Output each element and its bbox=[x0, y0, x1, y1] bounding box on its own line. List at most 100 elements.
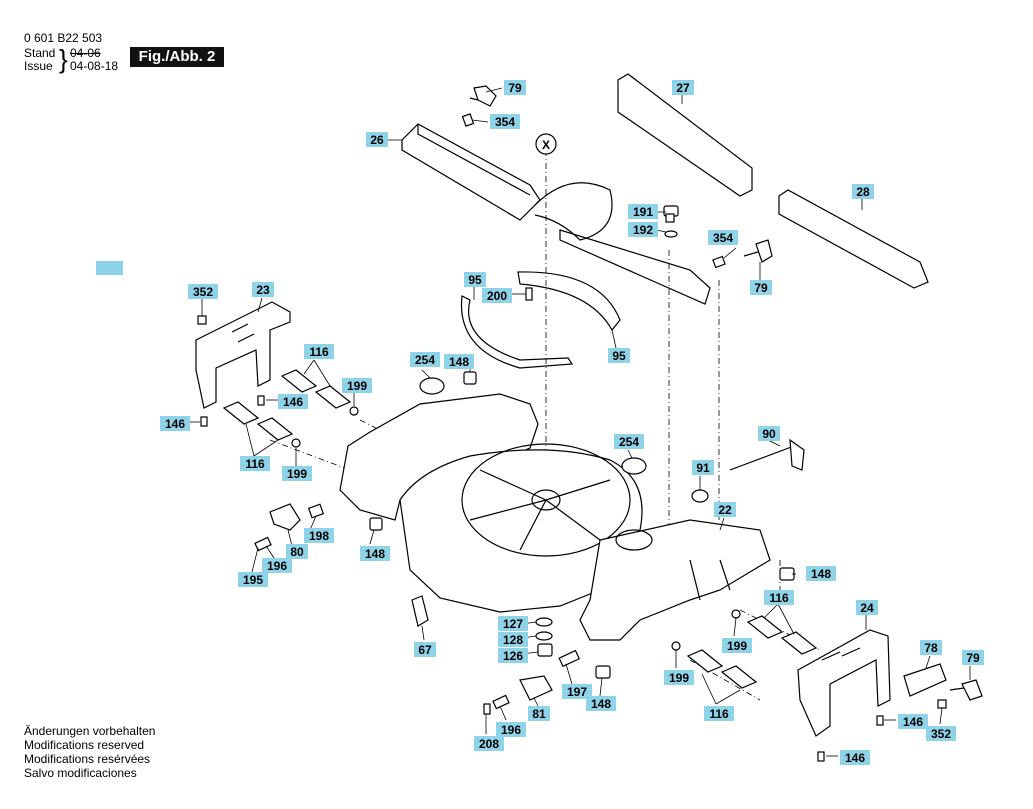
callout-box bbox=[840, 750, 870, 765]
callout-box bbox=[926, 726, 956, 741]
callout-box bbox=[664, 670, 694, 685]
callout-box bbox=[852, 184, 874, 199]
issue-label: Issue bbox=[24, 59, 53, 73]
rods-116-right bbox=[671, 609, 818, 689]
callout-number: 199 bbox=[287, 467, 307, 481]
callout-79: 79 bbox=[962, 650, 984, 665]
callout-box bbox=[160, 416, 190, 431]
callout-number: 27 bbox=[676, 81, 690, 95]
foot-148-c bbox=[779, 567, 795, 581]
screw-146-right-b bbox=[817, 751, 825, 762]
callout-91: 91 bbox=[692, 460, 714, 475]
callout-number: 146 bbox=[845, 751, 865, 765]
callout-number: 79 bbox=[754, 281, 768, 295]
callout-127: 127 bbox=[498, 616, 528, 631]
callout-number: 352 bbox=[931, 727, 951, 741]
callout-number: 116 bbox=[769, 591, 789, 605]
callout-90: 90 bbox=[758, 426, 780, 441]
callout-number: 254 bbox=[619, 435, 639, 449]
nut-126 bbox=[537, 643, 553, 657]
callout-128: 128 bbox=[498, 632, 528, 647]
callout-box bbox=[962, 650, 984, 665]
callout-196: 196 bbox=[496, 722, 526, 737]
callout-box bbox=[286, 544, 308, 559]
callout-box bbox=[898, 714, 928, 729]
callout-352: 352 bbox=[926, 726, 956, 741]
callout-number: 198 bbox=[309, 529, 329, 543]
callout-number: 254 bbox=[415, 353, 435, 367]
callout-number: 116 bbox=[309, 345, 329, 359]
callout-box bbox=[692, 460, 714, 475]
callout-box bbox=[490, 114, 520, 129]
callout-199: 199 bbox=[722, 638, 752, 653]
lever-81 bbox=[483, 675, 553, 715]
figure-badge: Fig./Abb. 2 bbox=[130, 47, 224, 67]
callout-number: 79 bbox=[508, 81, 522, 95]
callout-208: 208 bbox=[474, 736, 504, 751]
callout-number: 191 bbox=[633, 205, 653, 219]
left-fence-part bbox=[401, 123, 711, 305]
callout-148: 148 bbox=[360, 546, 390, 561]
callout-24: 24 bbox=[856, 600, 878, 615]
callout-192: 192 bbox=[628, 222, 658, 237]
callout-number: 148 bbox=[365, 547, 385, 561]
callout-80: 80 bbox=[286, 544, 308, 559]
callout-146: 146 bbox=[840, 750, 870, 765]
callout-number: 126 bbox=[503, 649, 523, 663]
callout-200: 200 bbox=[482, 288, 512, 303]
washer-128 bbox=[535, 631, 553, 641]
callout-116: 116 bbox=[240, 456, 270, 471]
callout-box bbox=[360, 546, 390, 561]
callout-number: 146 bbox=[283, 395, 303, 409]
callout-148: 148 bbox=[586, 696, 616, 711]
callout-box bbox=[482, 288, 512, 303]
callout-box bbox=[562, 684, 592, 699]
callout-148: 148 bbox=[444, 354, 474, 369]
washer-127 bbox=[535, 617, 553, 627]
callout-254: 254 bbox=[410, 352, 440, 367]
cap-254-right bbox=[621, 457, 647, 475]
callout-number: 80 bbox=[290, 545, 304, 559]
callout-box bbox=[758, 426, 780, 441]
callout-number: 148 bbox=[811, 567, 831, 581]
callout-box bbox=[614, 434, 644, 449]
callout-box bbox=[304, 344, 334, 359]
part-number: 0 601 B22 503 bbox=[24, 31, 103, 45]
callout-28: 28 bbox=[852, 184, 874, 199]
callout-box bbox=[498, 648, 528, 663]
callout-number: 196 bbox=[267, 559, 287, 573]
callout-number: 79 bbox=[966, 651, 980, 665]
rods-116-left bbox=[222, 369, 359, 448]
callout-81: 81 bbox=[528, 706, 550, 721]
callout-number: 22 bbox=[718, 503, 732, 517]
footer-line: Modifications resérvées bbox=[24, 752, 151, 766]
brace-icon: } bbox=[59, 44, 68, 74]
callout-27: 27 bbox=[672, 80, 694, 95]
callout-number: 352 bbox=[193, 285, 213, 299]
screw-146-right-a bbox=[876, 715, 884, 726]
callout-number: 23 bbox=[256, 283, 270, 297]
callout-box bbox=[252, 282, 274, 297]
callout-354: 354 bbox=[490, 114, 520, 129]
callout-95: 95 bbox=[608, 348, 630, 363]
callout-box bbox=[188, 284, 218, 299]
callout-number: 354 bbox=[713, 231, 733, 245]
bracket-23 bbox=[195, 301, 291, 409]
callout-number: 91 bbox=[696, 461, 710, 475]
callout-number: 81 bbox=[532, 707, 546, 721]
callout-box bbox=[722, 638, 752, 653]
callout-number: 199 bbox=[669, 671, 689, 685]
callout-22: 22 bbox=[714, 502, 736, 517]
callout-78: 78 bbox=[920, 640, 942, 655]
callout-146: 146 bbox=[898, 714, 928, 729]
callout-box bbox=[342, 378, 372, 393]
callout-box bbox=[764, 590, 794, 605]
callout-box bbox=[240, 456, 270, 471]
callout-box bbox=[704, 706, 734, 721]
fence-attachment-28 bbox=[778, 189, 929, 289]
callout-box bbox=[628, 222, 658, 237]
callout-196: 196 bbox=[262, 558, 292, 573]
callout-191: 191 bbox=[628, 204, 658, 219]
